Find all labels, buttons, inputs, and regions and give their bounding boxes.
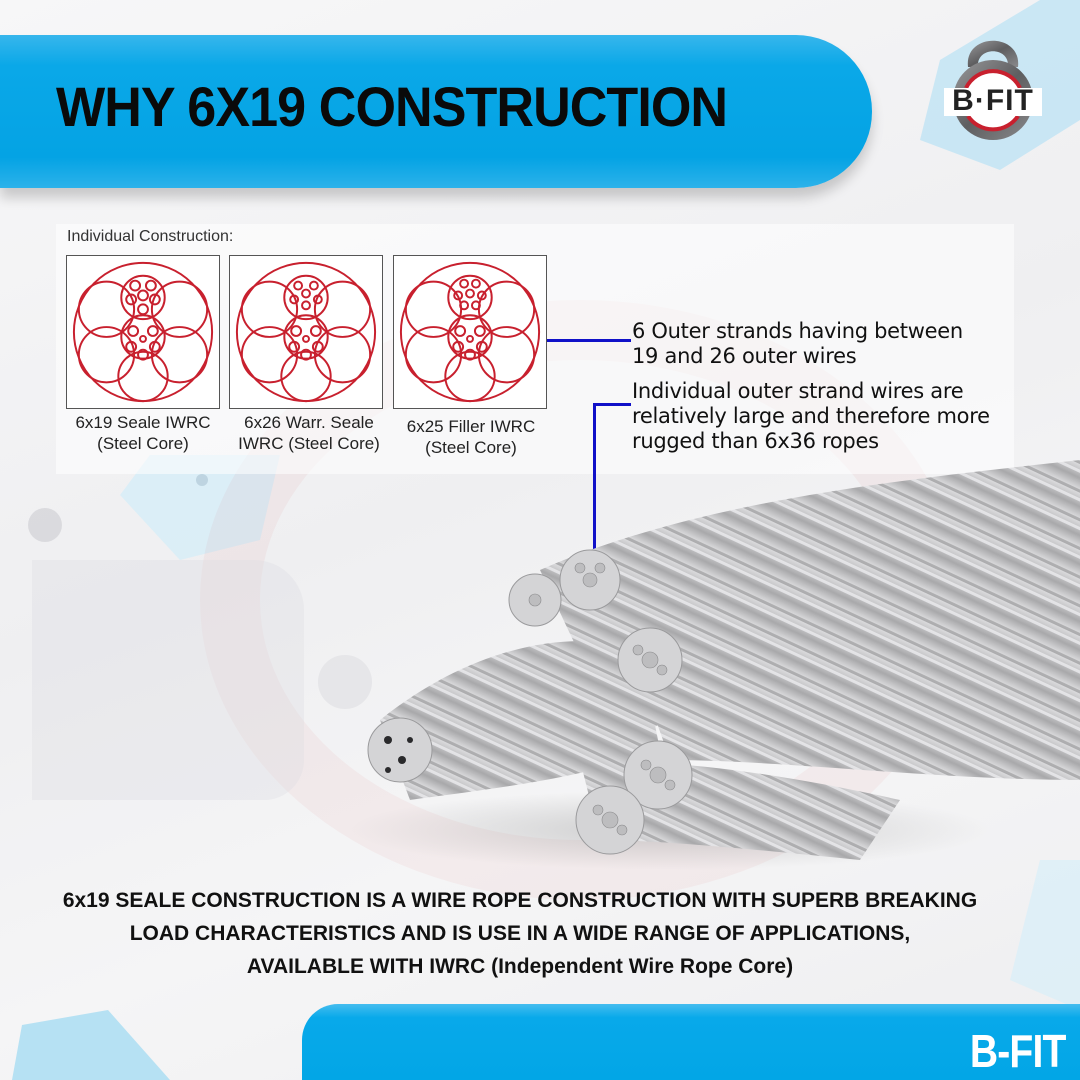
footer-brand: B-FIT: [970, 1025, 1066, 1077]
kettlebell-icon: [944, 40, 1042, 140]
footer-bar: [302, 1004, 1080, 1080]
diagram-6x25-filler: [393, 255, 547, 409]
description-line: AVAILABLE WITH IWRC (Independent Wire Ro…: [246, 955, 794, 978]
watermark-dot: [196, 474, 208, 486]
watermark-b-letter: [32, 560, 304, 800]
note-line: 19 and 26 outer wires: [632, 344, 857, 368]
diagram-caption: 6x19 Seale IWRC (Steel Core): [58, 412, 228, 454]
connector-line: [593, 403, 631, 406]
note-line: Individual outer strand wires are: [632, 379, 964, 403]
rope-cross-section-icon: [72, 261, 214, 403]
note-outer-strands: 6 Outer strands having between 19 and 26…: [632, 319, 963, 369]
brand-logo: B·FIT: [938, 22, 1048, 142]
wire-rope-illustration: [350, 460, 1080, 870]
diagram-caption: 6x25 Filler IWRC (Steel Core): [386, 416, 556, 458]
header-banner: [0, 35, 872, 188]
diagram-caption: 6x26 Warr. Seale IWRC (Steel Core): [224, 412, 394, 454]
connector-line: [593, 403, 596, 568]
note-outer-wires: Individual outer strand wires are relati…: [632, 379, 990, 454]
description-text: 6x19 SEALE CONSTRUCTION IS A WIRE ROPE C…: [0, 884, 1040, 983]
watermark-dot: [28, 508, 62, 542]
note-line: rugged than 6x36 ropes: [632, 429, 879, 453]
description-line: 6x19 SEALE CONSTRUCTION IS A WIRE ROPE C…: [62, 889, 978, 912]
diagram-6x19-seale: [66, 255, 220, 409]
note-line: 6 Outer strands having between: [632, 319, 963, 343]
caption-line: (Steel Core): [97, 434, 189, 453]
note-line: relatively large and therefore more: [632, 404, 990, 428]
caption-line: 6x25 Filler IWRC: [406, 417, 536, 436]
caption-line: (Steel Core): [425, 438, 517, 457]
page-title: WHY 6X19 CONSTRUCTION: [56, 75, 728, 138]
caption-line: 6x26 Warr. Seale: [244, 413, 374, 432]
caption-line: IWRC (Steel Core): [238, 434, 380, 453]
connector-line: [547, 339, 631, 342]
rope-cross-section-icon: [399, 261, 541, 403]
rope-cross-section-icon: [235, 261, 377, 403]
logo-text: B·FIT: [952, 84, 1034, 117]
light-blue-hexagon-bottom-left: [12, 1010, 170, 1080]
construction-title: Individual Construction:: [67, 228, 234, 245]
diagram-6x26-warr-seale: [229, 255, 383, 409]
caption-line: 6x19 Seale IWRC: [75, 413, 211, 432]
description-line: LOAD CHARACTERISTICS AND IS USE IN A WID…: [129, 922, 911, 945]
